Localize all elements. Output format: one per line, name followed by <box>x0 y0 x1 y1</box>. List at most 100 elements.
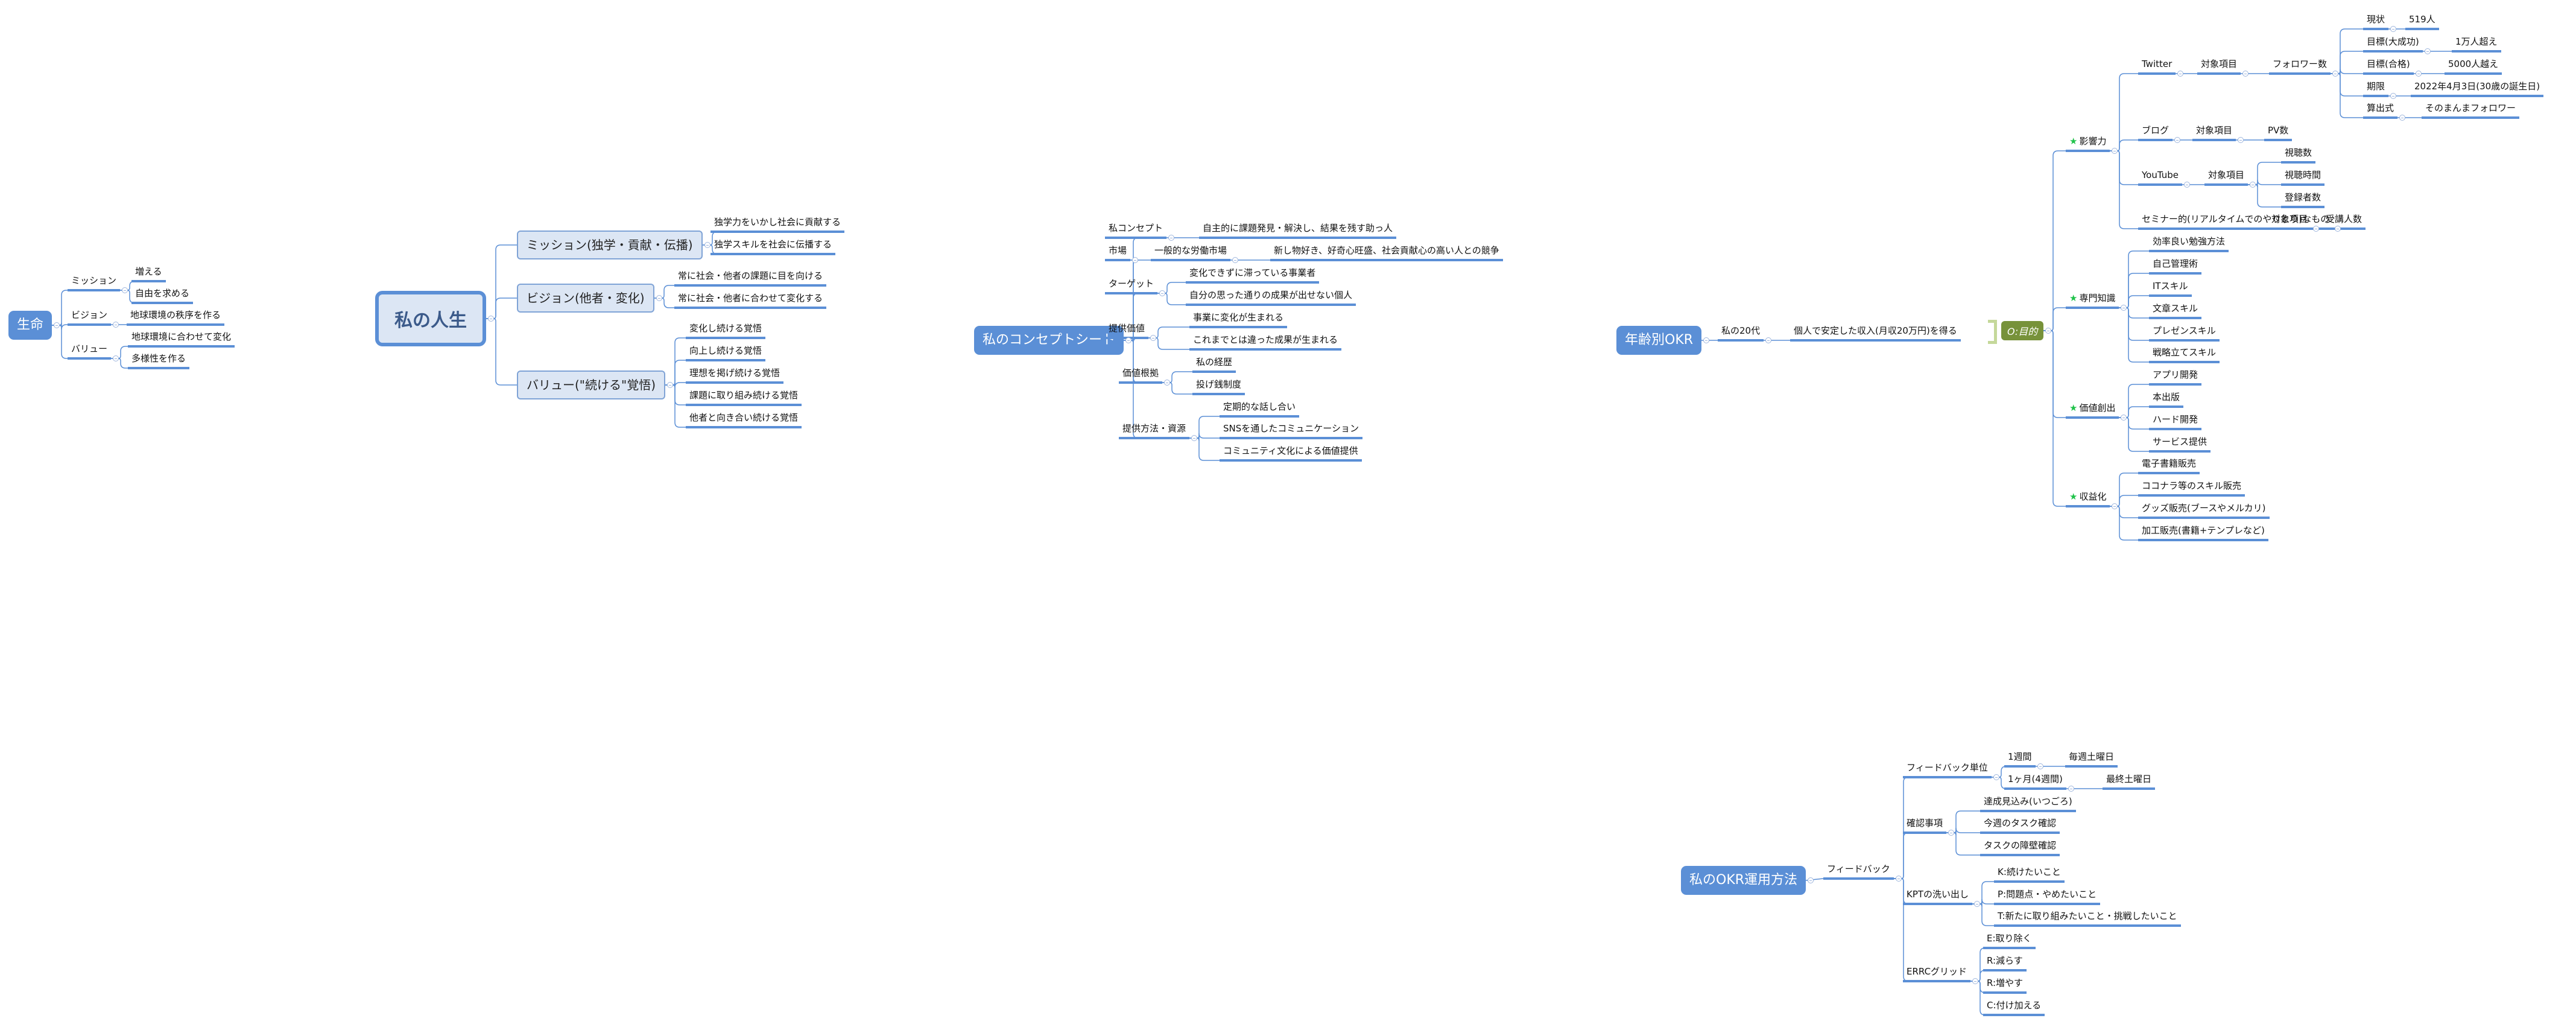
topic-node[interactable]: 1週間 <box>2004 751 2036 768</box>
topic-node[interactable]: 対象項目 <box>2204 169 2248 186</box>
topic-node[interactable]: 視聴時間 <box>2281 169 2325 186</box>
topic-node[interactable]: 常に社会・他者に合わせて変化する <box>674 292 827 309</box>
topic-node[interactable]: 登録者数 <box>2281 191 2325 208</box>
topic-node[interactable]: 5000人越え <box>2445 58 2502 75</box>
collapse-toggle-icon[interactable] <box>1150 335 1156 341</box>
topic-node[interactable]: 自己管理術 <box>2149 258 2202 275</box>
topic-node[interactable]: 戦略立てスキル <box>2149 346 2220 363</box>
topic-node[interactable]: ITスキル <box>2149 280 2192 297</box>
collapse-toggle-icon[interactable] <box>2238 137 2244 143</box>
topic-node[interactable]: プレゼンスキル <box>2149 325 2220 342</box>
topic-node[interactable]: フィードバック単位 <box>1903 762 1992 778</box>
topic-node[interactable]: 提供方法・資源 <box>1119 422 1190 439</box>
collapse-toggle-icon[interactable] <box>2121 305 2127 311</box>
topic-node[interactable]: 加工販売(書籍+テンプレなど) <box>2138 524 2268 541</box>
topic-node[interactable]: 効率良い勉強方法 <box>2149 235 2229 252</box>
collapse-toggle-icon[interactable] <box>1703 337 1709 343</box>
topic-node[interactable]: 他者と向き合い続ける覚悟 <box>686 412 802 428</box>
topic-node[interactable]: 市場 <box>1105 244 1131 261</box>
topic-node[interactable]: サービス提供 <box>2149 436 2211 453</box>
topic-node[interactable]: ハード開発 <box>2149 413 2202 430</box>
topic-node[interactable]: ビジョン <box>68 309 112 326</box>
topic-node[interactable]: 期限 <box>2363 80 2389 97</box>
topic-node[interactable]: C:付け加える <box>1983 999 2045 1016</box>
collapse-toggle-icon[interactable] <box>2390 26 2396 32</box>
collapse-toggle-icon[interactable] <box>122 287 128 293</box>
collapse-toggle-icon[interactable] <box>2416 71 2422 77</box>
topic-node[interactable]: コミュニティ文化による価値提供 <box>1220 445 1362 462</box>
collapse-toggle-icon[interactable] <box>1765 337 1771 343</box>
topic-node[interactable]: 課題に取り組み続ける覚悟 <box>686 389 802 406</box>
topic-node[interactable]: 提供価値 <box>1105 322 1149 339</box>
collapse-toggle-icon[interactable] <box>1191 435 1197 441</box>
central-topic-seimei[interactable]: 生命 <box>8 311 52 340</box>
topic-node[interactable]: E:取り除く <box>1983 932 2036 949</box>
central-topic-okr[interactable]: 年齢別OKR <box>1616 326 1702 355</box>
topic-node[interactable]: 1万人超え <box>2452 36 2501 52</box>
central-topic-concept[interactable]: 私のコンセプトシート <box>974 326 1124 355</box>
collapse-toggle-icon[interactable] <box>1896 876 1902 882</box>
topic-node[interactable]: PV数 <box>2264 124 2293 141</box>
topic-node[interactable]: KPTの洗い出し <box>1903 888 1973 905</box>
topic-node[interactable]: K:続けたいこと <box>1994 866 2065 883</box>
topic-node[interactable]: ★専門知識 <box>2066 292 2119 309</box>
topic-node[interactable]: ブログ <box>2138 124 2173 141</box>
topic-node[interactable]: 向上し続ける覚悟 <box>686 345 766 361</box>
topic-node[interactable]: 定期的な話し合い <box>1220 401 1300 418</box>
collapse-toggle-icon[interactable] <box>1972 978 1978 984</box>
topic-node[interactable]: 1ヶ月(4週間) <box>2004 773 2066 790</box>
topic-node[interactable]: これまでとは違った成果が生まれる <box>1189 334 1342 351</box>
topic-node[interactable]: 私コンセプト <box>1105 222 1167 239</box>
central-topic-unyou[interactable]: 私のOKR運用方法 <box>1681 866 1806 895</box>
topic-node[interactable]: 事業に変化が生まれる <box>1189 311 1288 328</box>
topic-node[interactable]: 対象項目 <box>2268 213 2312 230</box>
main-topic-node[interactable]: ビジョン(他者・変化) <box>517 284 654 313</box>
topic-node[interactable]: 多様性を作る <box>128 352 190 369</box>
collapse-toggle-icon[interactable] <box>2313 226 2319 232</box>
topic-node[interactable]: 独学スキルを社会に伝播する <box>710 238 836 255</box>
topic-node[interactable]: 個人で安定した収入(月収20万円)を得る <box>1790 325 1961 342</box>
topic-node[interactable]: 達成見込み(いつごろ) <box>1980 795 2076 812</box>
topic-node[interactable]: タスクの障壁確認 <box>1980 839 2060 856</box>
collapse-toggle-icon[interactable] <box>2332 71 2338 77</box>
topic-node[interactable]: 現状 <box>2363 13 2389 30</box>
topic-node[interactable]: 価値根拠 <box>1119 367 1163 384</box>
topic-node[interactable]: 視聴数 <box>2281 147 2316 164</box>
collapse-toggle-icon[interactable] <box>2121 415 2127 421</box>
collapse-toggle-icon[interactable] <box>656 295 662 301</box>
topic-node[interactable]: 受講人数 <box>2322 213 2366 230</box>
collapse-toggle-icon[interactable] <box>1125 337 1131 343</box>
collapse-toggle-icon[interactable] <box>2399 115 2405 121</box>
topic-node[interactable]: R:減らす <box>1983 955 2027 972</box>
topic-node[interactable]: フィードバック <box>1823 863 1894 880</box>
topic-node[interactable]: ★影響力 <box>2066 135 2110 152</box>
topic-node[interactable]: YouTube <box>2138 169 2182 186</box>
topic-node[interactable]: 一般的な労働市場 <box>1151 244 1231 261</box>
collapse-toggle-icon[interactable] <box>1132 257 1138 263</box>
collapse-toggle-icon[interactable] <box>2390 93 2396 99</box>
topic-node[interactable]: 自主的に課題発見・解決し、結果を残す助っ人 <box>1199 222 1397 239</box>
topic-node[interactable]: セミナー的(リアルタイムでのやりとり)なもの <box>2138 213 2334 230</box>
topic-node[interactable]: ターゲット <box>1105 278 1158 294</box>
collapse-toggle-icon[interactable] <box>1168 235 1174 241</box>
topic-node[interactable]: 変化できずに滞っている事業者 <box>1186 267 1320 284</box>
topic-node[interactable]: 文章スキル <box>2149 302 2202 319</box>
topic-node[interactable]: 目標(合格) <box>2363 58 2414 75</box>
topic-node[interactable]: 対象項目 <box>2197 58 2241 75</box>
collapse-toggle-icon[interactable] <box>704 242 710 248</box>
topic-node[interactable]: 毎週土曜日 <box>2065 751 2118 768</box>
topic-node[interactable]: 2022年4月3日(30歳の誕生日) <box>2411 80 2544 97</box>
main-topic-node[interactable]: ミッション(独学・貢献・伝播) <box>517 231 703 259</box>
topic-node[interactable]: 自由を求める <box>131 287 194 304</box>
topic-node[interactable]: ★価値創出 <box>2066 402 2119 419</box>
topic-node[interactable]: ミッション <box>68 275 121 291</box>
collapse-toggle-icon[interactable] <box>1164 380 1170 386</box>
topic-node[interactable]: 自分の思った通りの成果が出せない個人 <box>1186 289 1356 306</box>
topic-node[interactable]: R:増やす <box>1983 977 2027 994</box>
topic-node[interactable]: 私の経歴 <box>1192 356 1236 373</box>
topic-node[interactable]: 独学力をいかし社会に貢献する <box>710 216 845 233</box>
topic-node[interactable]: 目標(大成功) <box>2363 36 2423 52</box>
collapse-toggle-icon[interactable] <box>1993 774 1999 780</box>
collapse-toggle-icon[interactable] <box>54 322 60 328</box>
